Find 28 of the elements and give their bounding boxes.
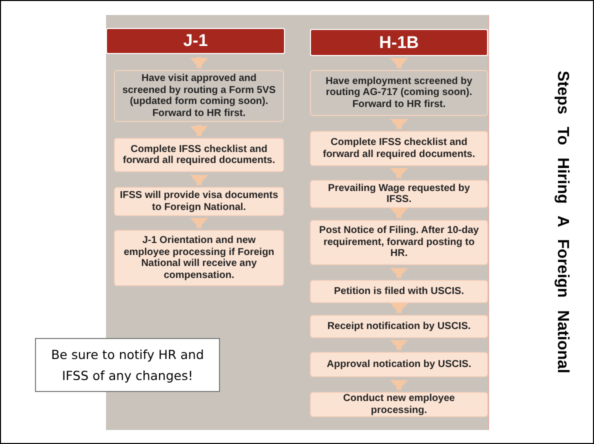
process-box: Petition is filed with USCIS. [310, 280, 488, 303]
process-box: IFSS will provide visa documents to Foreign National. [114, 187, 284, 216]
process-box: Prevailing Wage requested by IFSS. [310, 180, 488, 208]
process-box: Have employment screened by routing AG-717 (coming soon). Forward to HR first. [310, 70, 488, 116]
note-box: Be sure to notify HR and IFSS of any changes! [35, 338, 220, 392]
header-banner: J-1 [106, 28, 285, 54]
arrow [390, 168, 408, 178]
arrow [390, 380, 408, 390]
title: Steps To Hiring A Foreign National [553, 70, 571, 374]
arrow [390, 208, 408, 218]
process-box: J-1 Orientation and new employee processing if Foreign National will receive any compensation. [114, 230, 284, 286]
arrow [390, 303, 408, 313]
arrow [190, 125, 208, 136]
process-box: Complete IFSS checklist and forward all required documents. [114, 138, 284, 172]
process-box: Receipt notification by USCIS. [310, 315, 488, 338]
arrow [390, 58, 408, 68]
process-box: Post Notice of Filing. After 10-day requirement, forward posting to HR. [310, 220, 488, 265]
arrow [390, 119, 408, 129]
header-banner: H-1B [310, 29, 488, 56]
process-box: Complete IFSS checklist and forward all required documents. [310, 131, 488, 166]
process-box: Have visit approved and screened by routing a Form 5VS (updated form coming soon). Forward to HR first. [114, 70, 284, 122]
arrow [390, 268, 408, 278]
arrow [390, 340, 408, 350]
arrow [190, 57, 208, 68]
arrow [190, 175, 208, 185]
arrow [190, 218, 208, 228]
process-box: Approval notication by USCIS. [310, 352, 488, 377]
process-box: Conduct new employee processing. [310, 392, 488, 417]
